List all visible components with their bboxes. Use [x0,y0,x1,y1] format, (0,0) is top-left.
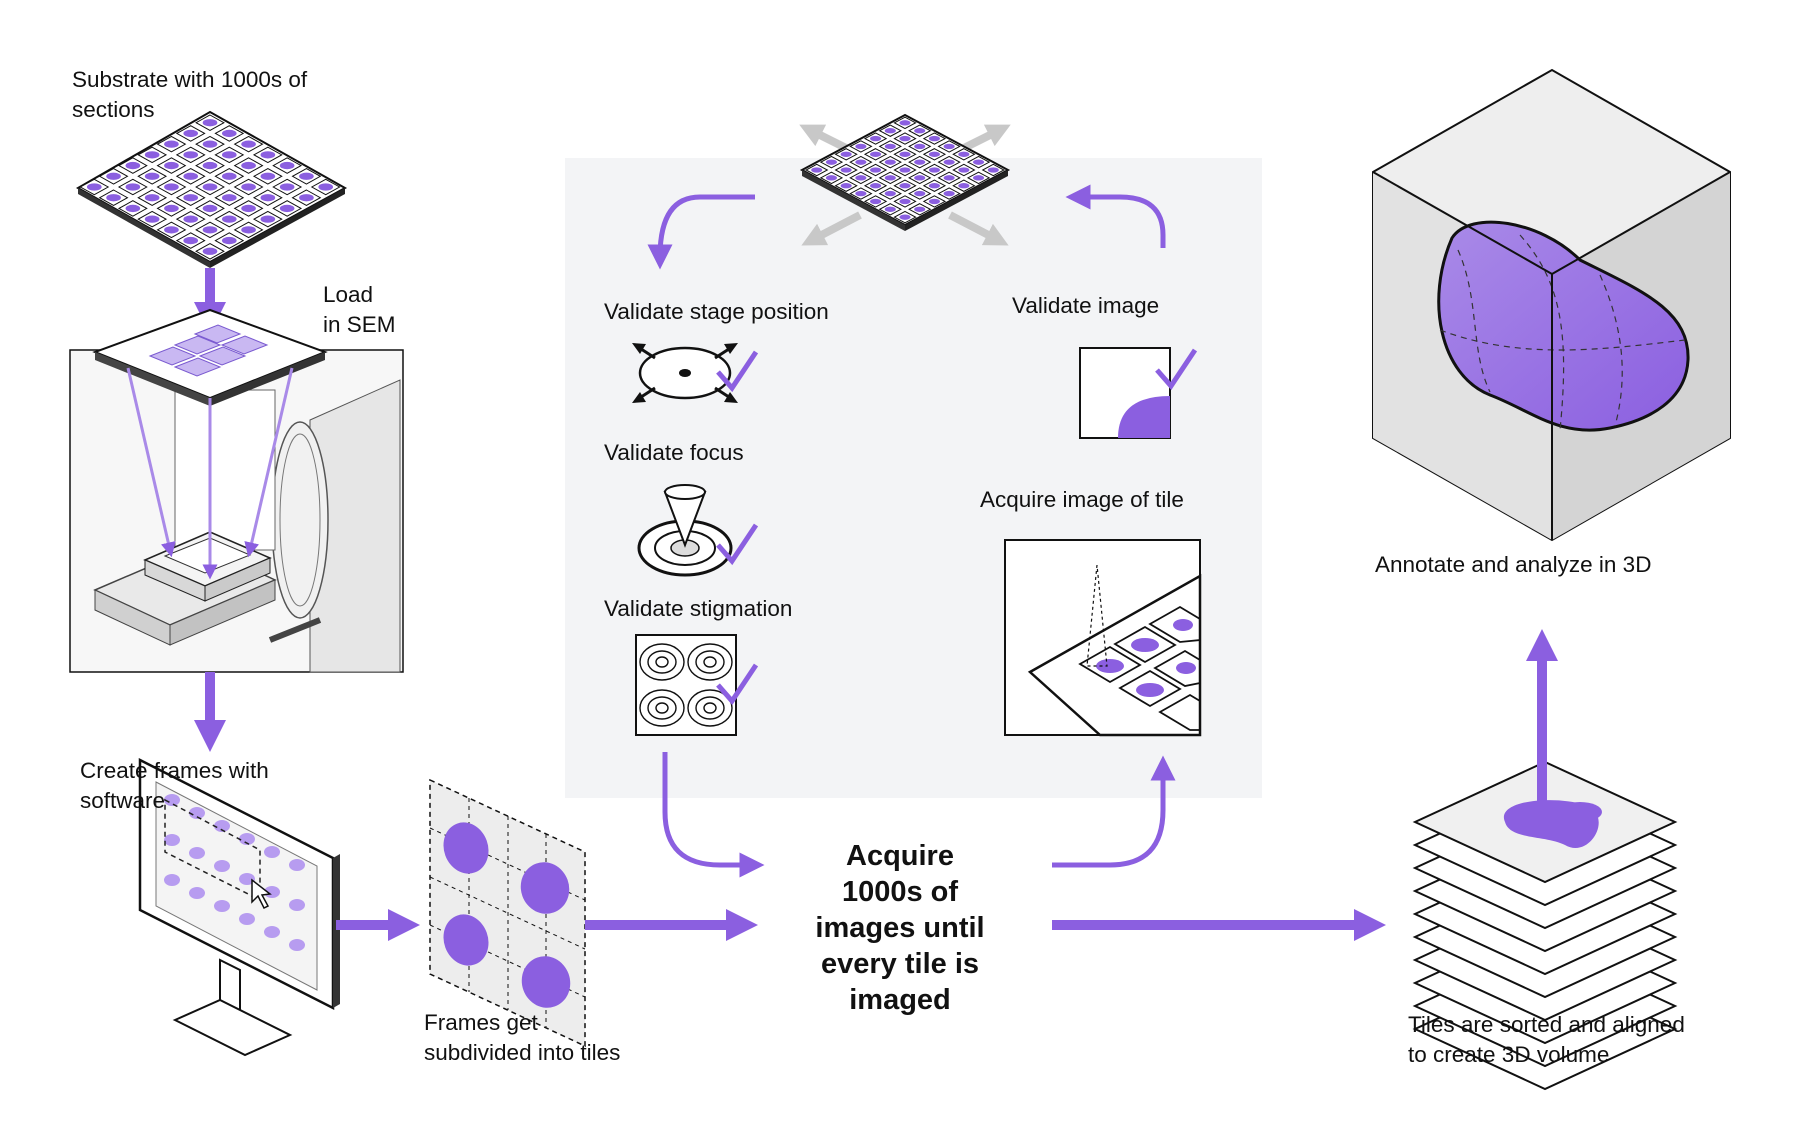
stage-move-icon [799,113,1011,246]
focus-cone-icon [637,484,759,577]
label-tiles-sorted-line2: to create 3D volume [1408,1042,1610,1067]
stage-position-icon [632,343,759,403]
label-create-frames: Create frames with software [80,756,269,816]
acquire-line5: imaged [849,984,951,1016]
stigmation-icon [635,634,759,736]
tile-acquire-icon [1004,539,1202,737]
label-frames-tiles-line2: subdivided into tiles [424,1040,621,1065]
label-validate-stigmation: Validate stigmation [604,596,793,621]
loop-arrow-right-top [1065,184,1166,248]
label-load: Load in SEM [323,280,396,340]
acquire-line3: images until [815,912,985,944]
section-stack-icon [1412,760,1678,1091]
label-substrate-line1: Substrate with 1000s of [72,67,308,92]
label-tiles-sorted-line1: Tiles are sorted and aligned [1408,1012,1685,1037]
image-corner-icon [1079,347,1198,439]
check-icon [1155,348,1198,391]
label-acquire-1000s: Acquire 1000s of images until every tile… [770,838,1030,1018]
label-frames-tiles-line1: Frames get [424,1010,538,1035]
label-substrate: Substrate with 1000s of sections [72,65,307,125]
acquire-line1: Acquire [846,840,954,872]
monitor-icon [138,757,340,1057]
label-substrate-line2: sections [72,97,155,122]
label-validate-image: Validate image [1012,293,1160,318]
label-create-frames-line1: Create frames with [80,758,269,783]
label-frames-tiles: Frames get subdivided into tiles [424,1008,620,1068]
label-load-line1: Load [323,282,374,307]
label-validate-focus: Validate focus [604,440,744,465]
label-load-line2: in SEM [323,312,396,337]
loop-arrow-right-bottom [1052,755,1176,868]
loop-arrow-left-top [647,194,755,270]
substrate-grid-icon [75,110,348,268]
check-icon [716,663,759,706]
label-annotate: Annotate and analyze in 3D [1375,552,1652,577]
loop-arrow-left-bottom [662,752,765,878]
tile-grid-icon [429,778,586,1048]
label-tiles-sorted: Tiles are sorted and aligned to create 3… [1408,1010,1685,1070]
acquire-line2: 1000s of [841,876,959,908]
check-icon [716,350,759,393]
sem-chamber-icon [69,308,404,673]
label-validate-stage: Validate stage position [604,299,829,324]
volume-cube-icon [1372,68,1731,542]
check-icon [716,523,759,566]
label-create-frames-line2: software [80,788,166,813]
acquire-line4: every tile is [821,948,979,980]
label-acquire-tile: Acquire image of tile [980,487,1184,512]
